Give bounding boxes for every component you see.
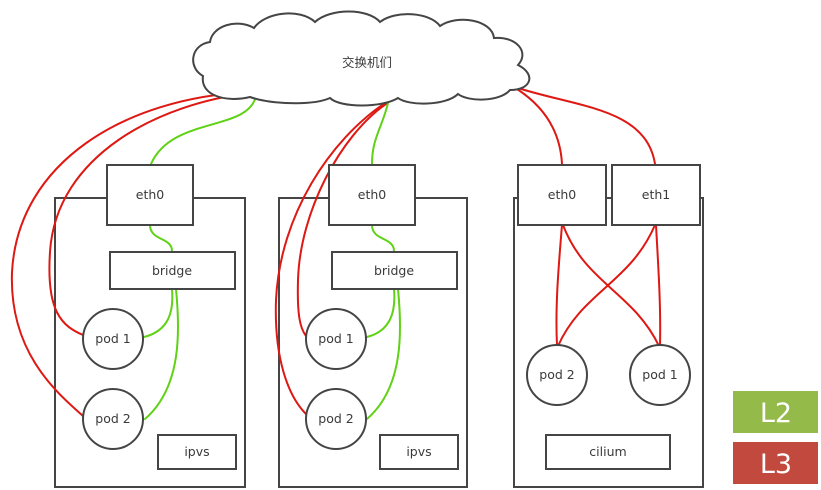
l2-wire-node2-bridge-to-pod2 — [366, 288, 402, 420]
l3-wire-cloud-to-node3-eth0 — [516, 88, 563, 165]
l2-wire-cloud-to-node1-eth0 — [150, 95, 257, 165]
node-2-pod1-circle — [305, 308, 367, 370]
node-3-eth1-label: eth1 — [642, 187, 670, 202]
legend-l3-chip — [733, 442, 818, 484]
l2-wire-node2-bridge-to-pod1 — [366, 288, 396, 338]
legend: L2 L3 — [733, 391, 818, 484]
l2-wire-node1-bridge-to-pod1 — [143, 288, 174, 338]
node-2-bridge-box — [331, 251, 458, 290]
node-1-pod2-circle — [82, 388, 144, 450]
node-1-ipvs-label: ipvs — [184, 444, 209, 459]
node-2-eth0-box — [328, 164, 416, 226]
l2-wires — [143, 95, 402, 420]
node-1-bridge-box — [109, 251, 236, 290]
node-2-ipvs-label: ipvs — [406, 444, 431, 459]
node-3-cilium-label: cilium — [589, 444, 626, 459]
l3-wires — [10, 87, 662, 417]
node-1-bridge-label: bridge — [152, 263, 192, 278]
legend-l2-chip — [733, 391, 818, 433]
node-2-bridge-label: bridge — [374, 263, 414, 278]
node-3-eth0-box — [517, 164, 607, 226]
node-1-eth0-label: eth0 — [136, 187, 165, 202]
l3-wire-cloud-to-node3-eth1 — [517, 87, 656, 165]
node-1-pod1-circle — [82, 308, 144, 370]
node-1-pod1-label: pod 1 — [95, 331, 130, 346]
node-3: eth0 eth1 pod 2 pod 1 cilium — [517, 164, 701, 470]
node-2-ipvs-box — [379, 434, 459, 470]
l3-wire-cloud-to-node2-pod2 — [274, 102, 386, 415]
l3-wire-eth0-to-pod1-cross — [562, 224, 660, 347]
l3-wire-eth1-to-pod2-cross — [557, 224, 656, 347]
node-1-eth0-box — [106, 164, 194, 226]
l2-wire-node1-bridge-to-pod2 — [144, 288, 180, 420]
l2-wire-node2-eth0-to-bridge — [371, 224, 395, 252]
node-3-eth1-box — [611, 164, 701, 226]
l3-wire-cloud-to-node1-pod2 — [10, 91, 250, 417]
node-3-pod2-label: pod 2 — [539, 367, 574, 382]
cloud-switches: 交换机们 — [192, 10, 531, 107]
node-1: eth0 bridge pod 1 pod 2 ipvs — [82, 164, 237, 470]
l2-wire-cloud-to-node2-eth0 — [371, 102, 389, 165]
l3-wire-cloud-to-node1-pod1 — [48, 92, 252, 336]
node-2-eth0-label: eth0 — [358, 187, 387, 202]
cloud-label: 交换机们 — [342, 55, 392, 70]
l3-wire-eth0-to-pod2 — [555, 224, 563, 346]
l3-wire-cloud-to-node2-pod1 — [296, 103, 387, 337]
l2-wire-node1-eth0-to-bridge — [149, 224, 173, 252]
node-2: eth0 bridge pod 1 pod 2 ipvs — [305, 164, 459, 470]
node-3-pod1-label: pod 1 — [642, 367, 677, 382]
node-3-pod2-circle — [526, 344, 588, 406]
legend-l3-label: L3 — [760, 449, 792, 480]
node-2-pod1-label: pod 1 — [318, 331, 353, 346]
legend-l2-label: L2 — [760, 398, 792, 429]
node-1-pod2-label: pod 2 — [95, 411, 130, 426]
node-2-pod2-label: pod 2 — [318, 411, 353, 426]
node-1-ipvs-box — [157, 434, 237, 470]
node-3-pod1-circle — [629, 344, 691, 406]
cloud-shape — [192, 10, 531, 107]
node-3-cilium-box — [545, 434, 671, 470]
l3-wire-eth1-to-pod1 — [655, 224, 662, 346]
node-3-eth0-label: eth0 — [548, 187, 577, 202]
node-2-pod2-circle — [305, 388, 367, 450]
